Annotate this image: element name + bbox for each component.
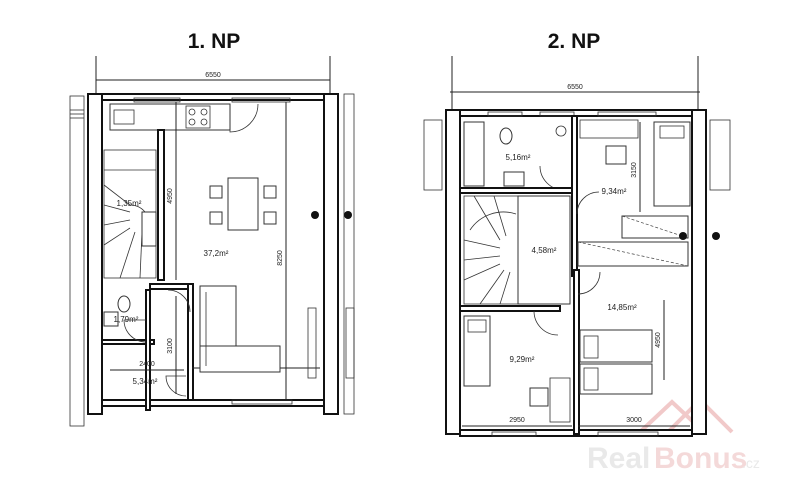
room-area-bedroom-left-2np: 9,29m² — [510, 355, 535, 364]
watermark-logo: Real Bonus .cz — [587, 397, 760, 475]
party-wall-left-1np — [87, 93, 103, 415]
party-wall-right-1np — [323, 93, 339, 415]
room-area-bedroom-top-2np: 9,34m² — [602, 187, 627, 196]
window-top-1np — [133, 97, 181, 103]
dimension-2400-1np: 2400 — [139, 361, 155, 368]
floor-title-2np: 2. NP — [548, 30, 601, 53]
door-swing-entrance — [165, 375, 187, 397]
bathroom-2np: 5,16m² — [463, 121, 567, 191]
staircase-2np: 4,58m² — [463, 195, 571, 305]
bathtub-icon — [463, 121, 485, 187]
room-area-hall-1np: 5,34m² — [133, 377, 158, 386]
kitchen-counter — [109, 103, 231, 131]
dining-table — [209, 177, 277, 231]
bed-double-icon — [579, 329, 653, 363]
toilet-icon — [117, 295, 131, 313]
party-wall-right-2np — [691, 109, 707, 435]
bedroom-lower-left: 9,29m² — [463, 310, 571, 423]
sink-icon — [113, 109, 135, 125]
floor-plan-2np: 2. NP 6550 5,16m² — [423, 30, 731, 437]
door-swing-wc — [123, 319, 147, 343]
neighbor-wall-left — [69, 95, 85, 427]
dimension-3000-2np: 3000 — [626, 417, 642, 424]
dimension-width-2np: 6550 — [567, 84, 583, 91]
room-area-bedroom-lower-2np: 14,85m² — [607, 303, 637, 312]
exterior-wall-top-1np — [101, 93, 325, 101]
dimension-3100-1np: 3100 — [167, 338, 174, 354]
room-area-living-1np: 37,2m² — [204, 249, 229, 258]
floor-plan-1np: 1. NP 6550 — [69, 30, 355, 427]
party-wall-left-2np — [445, 109, 461, 435]
bedroom-lower-right: 14,85m² 4950 — [577, 271, 665, 395]
cooktop-icon — [185, 105, 211, 129]
bedroom-top-right: 9,34m² 3150 — [576, 119, 691, 215]
watermark-text-real: Real — [587, 442, 650, 475]
water-heater-icon — [555, 125, 567, 137]
door-swing-kitchen — [229, 103, 259, 133]
room-area-bath-2np: 5,16m² — [506, 153, 531, 162]
watermark-text-bonus: Bonus — [654, 442, 747, 475]
room-area-wc-1np: 1,79m² — [114, 315, 139, 324]
dimension-2950-2np: 2950 — [509, 417, 525, 424]
room-area-hall-2np: 4,58m² — [532, 246, 557, 255]
exterior-wall-bottom-1np — [101, 399, 325, 407]
wc-sink-icon — [103, 311, 119, 327]
toilet-icon-2np — [499, 127, 513, 145]
dimension-3150-2np: 3150 — [631, 162, 638, 178]
corner-sofa — [199, 285, 281, 373]
watermark-text-cz: .cz — [742, 455, 760, 471]
washbasin-icon — [503, 171, 525, 187]
neighbor-bath-left — [423, 119, 443, 191]
staircase-1np — [103, 149, 157, 279]
dimension-4950-1np: 4950 — [167, 188, 174, 204]
dimension-width-1np: 6550 — [205, 72, 221, 79]
dimension-8250-1np: 8250 — [277, 250, 284, 266]
bed-single-icon — [653, 121, 691, 207]
room-area-stair-1np: 1,35m² — [117, 199, 142, 208]
dimension-4950-2np: 4950 — [655, 332, 662, 348]
floor-title-1np: 1. NP — [188, 30, 241, 53]
column-marker — [311, 211, 319, 219]
